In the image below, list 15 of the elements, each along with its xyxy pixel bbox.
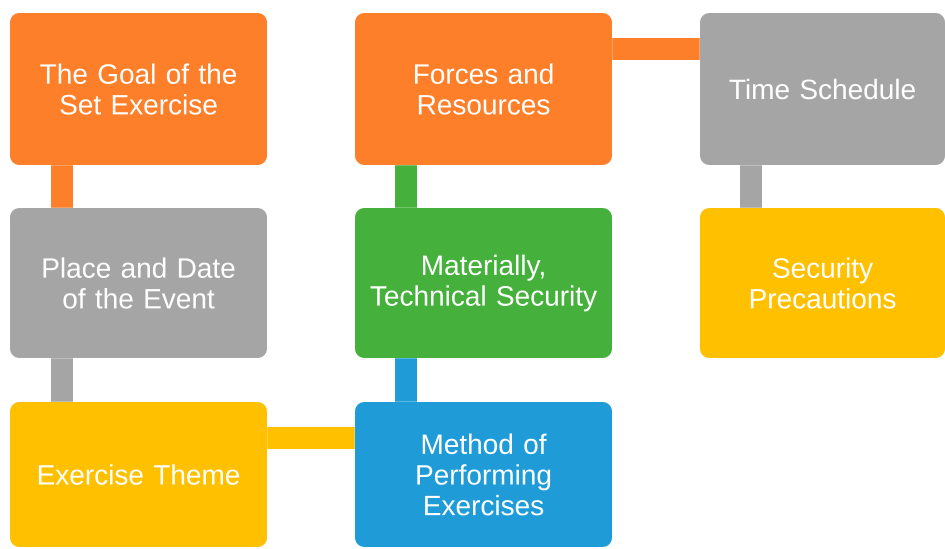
process-box: Materially, Technical Security <box>355 208 612 358</box>
process-box: Security Precautions <box>700 208 945 358</box>
connector-bar <box>395 358 417 402</box>
connector-bar <box>740 165 762 208</box>
process-box: Time Schedule <box>700 13 945 165</box>
process-box: Forces and Resources <box>355 13 612 165</box>
connector-bar <box>51 358 74 402</box>
connector-bar <box>51 165 74 208</box>
connector-bar <box>612 38 700 60</box>
process-box: Method of Performing Exercises <box>355 402 612 547</box>
connector-bar <box>395 165 417 208</box>
connector-bar <box>267 427 355 449</box>
process-box: Exercise Theme <box>10 402 267 547</box>
process-box: The Goal of the Set Exercise <box>10 13 267 165</box>
process-box: Place and Date of the Event <box>10 208 267 358</box>
